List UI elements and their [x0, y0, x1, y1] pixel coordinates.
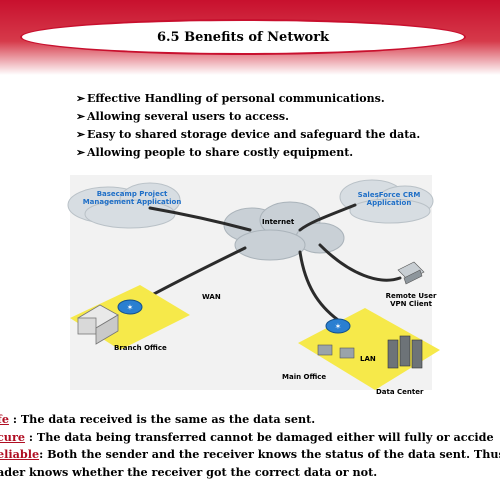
benefit-item: ➢Effective Handling of personal communic…	[76, 90, 420, 108]
data-center-label: Data Center	[376, 388, 424, 396]
benefits-list: ➢Effective Handling of personal communic…	[76, 90, 420, 162]
branch-building-icon	[77, 304, 119, 345]
arrow-bullet-icon: ➢	[76, 146, 86, 159]
branch-router-icon: ✶	[117, 299, 143, 315]
svg-text:✶: ✶	[335, 322, 342, 331]
remote-vpn-link-line	[318, 243, 402, 282]
wan-label: WAN	[202, 293, 221, 301]
definition-term: fe	[0, 412, 9, 426]
main-office-label: Main Office	[282, 373, 327, 381]
definition-line-3: eliable: Both the sender and the receive…	[0, 446, 500, 464]
salesforce-link-line	[298, 203, 357, 232]
benefit-text: Allowing several users to access.	[87, 110, 289, 123]
main-office-computer-icon	[317, 344, 355, 359]
remote-user-label-line1: Remote User	[385, 292, 437, 300]
basecamp-label: Basecamp Project Management Application	[78, 190, 186, 206]
arrow-bullet-icon: ➢	[76, 128, 86, 141]
main-office-link-line	[298, 250, 340, 322]
definition-text: : The data being transferred cannot be d…	[24, 429, 494, 444]
lan-label: LAN	[360, 355, 376, 363]
internet-label: Internet	[262, 218, 295, 226]
salesforce-label-line2: Application	[366, 199, 412, 207]
bottom-definitions: fe : The data received is the same as th…	[0, 411, 500, 481]
arrow-bullet-icon: ➢	[76, 92, 86, 105]
arrow-bullet-icon: ➢	[76, 110, 86, 123]
basecamp-link-line	[148, 206, 252, 232]
main-router-icon: ✶	[325, 318, 351, 334]
branch-office-label: Branch Office	[114, 344, 167, 352]
salesforce-label: SalesForce CRM Application	[348, 191, 430, 207]
definition-text: : Both the sender and the receiver knows…	[39, 447, 500, 461]
basecamp-label-line2: Management Application	[82, 198, 182, 206]
internet-cloud-icon	[223, 201, 345, 261]
benefit-text: Allowing people to share costly equipmen…	[87, 146, 354, 159]
remote-user-label: Remote User VPN Client	[382, 292, 440, 308]
title-banner: 6.5 Benefits of Network	[20, 19, 466, 55]
basecamp-label-line1: Basecamp Project	[96, 190, 168, 198]
definition-line-4: ader knows whether the receiver got the …	[0, 464, 500, 482]
definition-term: eliable	[0, 447, 40, 461]
definition-text: ader knows whether the receiver got the …	[0, 464, 378, 479]
definition-text: : The data received is the same as the d…	[8, 412, 316, 426]
remote-user-label-line2: VPN Client	[390, 300, 432, 308]
salesforce-label-line1: SalesForce CRM	[357, 191, 421, 199]
definition-term: cure	[0, 429, 25, 444]
benefit-item: ➢Allowing people to share costly equipme…	[76, 144, 420, 162]
benefit-item: ➢Easy to shared storage device and safeg…	[76, 126, 420, 144]
data-center-server-icon	[387, 335, 423, 369]
definition-line-1: fe : The data received is the same as th…	[0, 411, 500, 429]
slide-title: 6.5 Benefits of Network	[156, 29, 330, 45]
remote-laptop-icon	[397, 261, 425, 285]
benefit-text: Effective Handling of personal communica…	[87, 92, 385, 105]
svg-text:✶: ✶	[127, 303, 134, 312]
benefit-text: Easy to shared storage device and safegu…	[87, 128, 421, 141]
definition-line-2: cure : The data being transferred cannot…	[0, 429, 500, 447]
benefit-item: ➢Allowing several users to access.	[76, 108, 420, 126]
